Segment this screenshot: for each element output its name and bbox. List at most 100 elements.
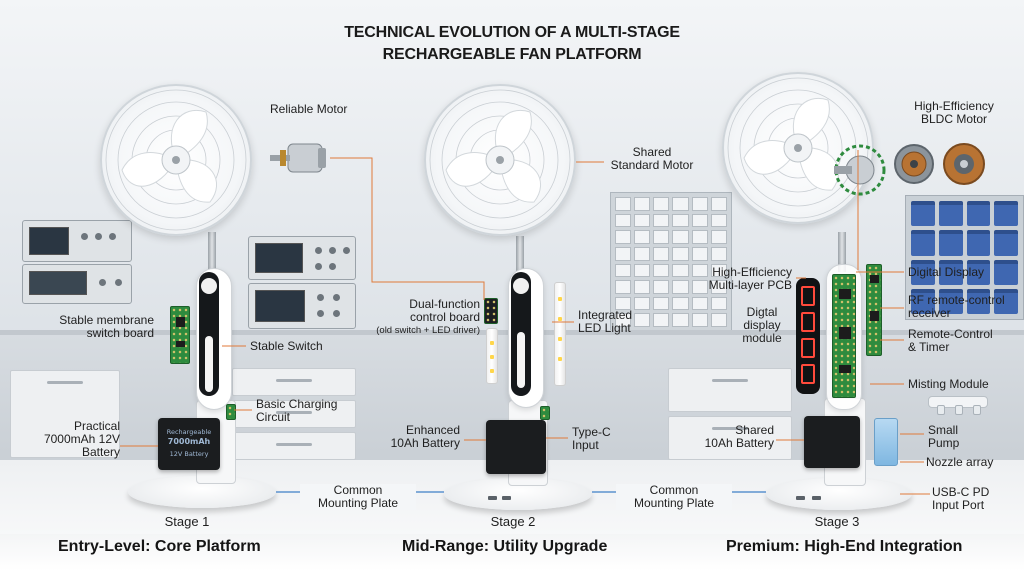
stage3-port-callout: USB-C PD Input Port [932,485,990,512]
stage2-led-bar-left-icon [486,328,498,384]
stage1-fan-head [100,84,252,236]
stage2-battery-callout: Enhanced 10Ah Battery [390,423,460,450]
oscilloscope-left-top [22,220,132,262]
storage-bin [911,230,935,256]
storage-bin [911,288,935,314]
stage1-motor-icon [270,143,326,173]
stage3-digital-display-module-icon [796,278,820,394]
drawer-cell [672,246,689,261]
drawer-cell [691,197,708,211]
storage-bin [938,201,963,227]
drawer-cell [672,313,689,327]
stage2-label: Stage 2 [490,514,536,529]
drawer-cell [653,197,670,211]
storage-bin [994,288,1018,314]
storage-bin [911,259,935,285]
stage3-pole [838,232,846,272]
drawer-cell [634,296,651,311]
stage1-battery-callout: Practical 7000mAh 12V Battery [43,419,120,459]
drawer-cell [691,313,708,327]
stage3-display-board-icon [866,264,882,356]
drawer-cell [672,230,689,244]
stage2-power-button-icon [513,278,529,294]
parts-drawer-cabinet [610,192,732,332]
drawer-cell [710,280,727,294]
drawer-cell [634,213,651,228]
stage1-label: Stage 1 [164,514,210,529]
stage2-fan-head [424,84,576,236]
drawer-cell [653,246,670,261]
stage3-exploded-motor-icon [834,144,886,196]
stage1-switch-callout: Stable Switch [250,339,323,353]
storage-bin [966,201,991,227]
storage-bin [994,230,1018,256]
drawer-cell [710,197,727,211]
drawer-cell [710,246,727,261]
stage3-remote-timer-callout: Remote-Control & Timer [908,327,993,354]
storage-bin [966,230,991,256]
stage1-membrane-switch-board-icon [170,306,190,364]
cabinet-drawer [232,368,356,396]
stage1-battery-icon: Rechargeable 7000mAh 12V Battery [158,418,220,470]
cabinet-drawer [232,432,356,460]
footer-band [0,534,1024,571]
oscilloscope-center-top [248,236,356,280]
stage3-rf-receiver-callout: RF remote-control receiver [908,293,1005,320]
drawer-cell [634,197,651,211]
common-plate-callout-2: Common Mounting Plate [616,484,732,510]
drawer-cell [634,313,651,327]
page-title: TECHNICAL EVOLUTION OF A MULTI-STAGE REC… [344,24,680,63]
bldc-rotor-icon [894,144,934,184]
drawer-cell [653,296,670,311]
storage-bin [911,201,935,227]
stage3-pump-callout: Small Pump [928,423,960,450]
tier-label-mid: Mid-Range: Utility Upgrade [402,538,608,555]
stage3-digital-display-callout: Digital Display [908,265,985,279]
drawer-cell [653,263,670,278]
stage2-battery-icon [486,420,546,474]
stage1-pole [208,232,216,278]
storage-bin [966,288,991,314]
blue-bin-rack [905,195,1024,320]
drawer-cell [615,313,632,327]
stage3-pump-icon [874,418,898,466]
drawer-cell [653,313,670,327]
stage2-control-board-callout: Dual-function control board (old switch … [376,297,480,337]
drawer-cell [710,230,727,244]
stage1-control-panel [199,272,219,396]
stage1-charging-circuit-icon [226,404,236,420]
stage3-battery-callout: Shared 10Ah Battery [704,423,774,450]
drawer-cell [653,230,670,244]
drawer-cell [691,246,708,261]
stage2-led-callout: Integrated LED Light [578,308,633,335]
drawer-cell [653,213,670,228]
drawer-cell [672,263,689,278]
drawer-cell [672,280,689,294]
stage2-pole [516,236,524,276]
drawer-cell [653,280,670,294]
stage2-motor-callout: Shared Standard Motor [610,145,694,172]
stage3-label: Stage 3 [814,514,860,529]
drawer-cell [691,280,708,294]
storage-bin [966,259,991,285]
storage-bin [994,201,1018,227]
stage1-motor-callout: Reliable Motor [270,102,348,116]
storage-bin [938,288,963,314]
stage2-led-bar-right-icon [554,282,566,386]
stage3-nozzle-bar-icon [928,396,988,415]
drawer-cell [710,296,727,311]
drawer-cell [615,197,632,211]
storage-bin [938,259,963,285]
stage3-display-module-callout: Digtal display module [742,305,782,345]
bldc-stator-icon [943,143,985,185]
signal-generator-left [22,264,132,304]
stage1-switch-board-callout: Stable membrane switch board [59,313,154,340]
fan-blade-icon [429,89,571,231]
cabinet-drawer [668,368,792,412]
stage3-multilayer-pcb-icon [832,274,856,398]
drawer-cell [615,230,632,244]
drawer-cell [615,246,632,261]
drawer-cell [691,230,708,244]
stage3-motor-callout: High-Efficiency BLDC Motor [914,99,994,126]
